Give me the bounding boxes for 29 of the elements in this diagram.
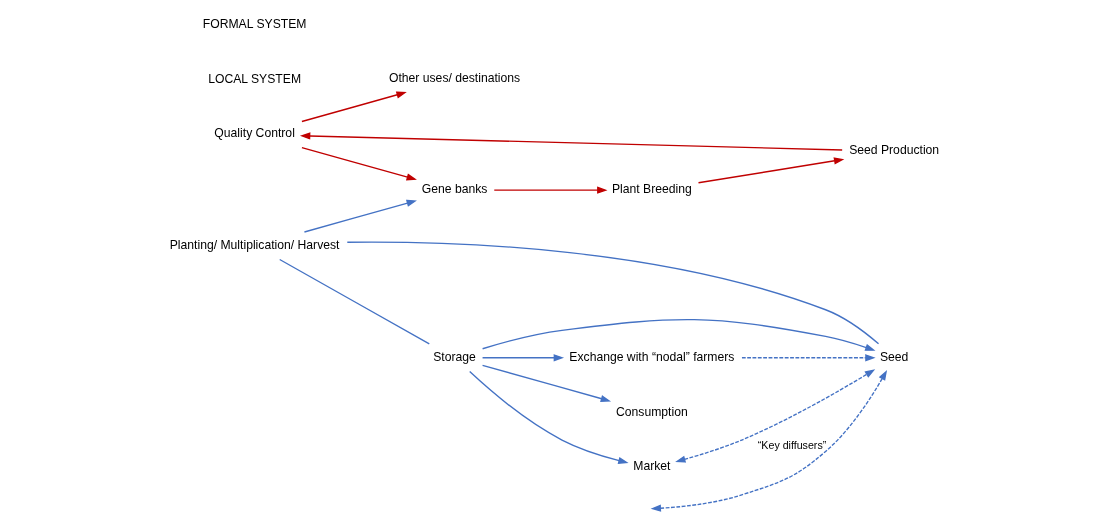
- arrow: [299, 132, 843, 151]
- arrow: [481, 318, 875, 351]
- node-text: Storage: [432, 349, 476, 364]
- arrow: [300, 91, 407, 123]
- arrow: [697, 157, 844, 184]
- node-text: Seed Production: [848, 143, 939, 158]
- arrow: [481, 364, 611, 403]
- label: LOCAL SYSTEM: [207, 71, 301, 86]
- node-text: Quality Control: [213, 126, 295, 141]
- label: FORMAL SYSTEM: [202, 16, 306, 31]
- node-text: Seed: [879, 349, 908, 364]
- arrow: [493, 186, 607, 194]
- node-text: Other uses/ destinations: [388, 70, 520, 85]
- connector: [346, 241, 879, 345]
- node-text: Consumption: [615, 404, 688, 419]
- arrow: [481, 354, 564, 362]
- arrow: [303, 199, 417, 233]
- node-text: Gene banks: [421, 182, 487, 197]
- arrow: [300, 146, 417, 181]
- node-text: Plant Breeding: [611, 182, 692, 197]
- connector: [278, 258, 430, 345]
- node-text: Exchange with “nodal” farmers: [568, 349, 734, 364]
- node-text: Planting/ Multiplication/ Harvest: [169, 237, 340, 252]
- arrow: [674, 369, 875, 463]
- arrow: [468, 370, 629, 464]
- arrow: [740, 354, 876, 362]
- arrow: [650, 369, 887, 512]
- node-text: Market: [632, 459, 670, 474]
- edge-label: “Key diffusers”: [757, 438, 826, 451]
